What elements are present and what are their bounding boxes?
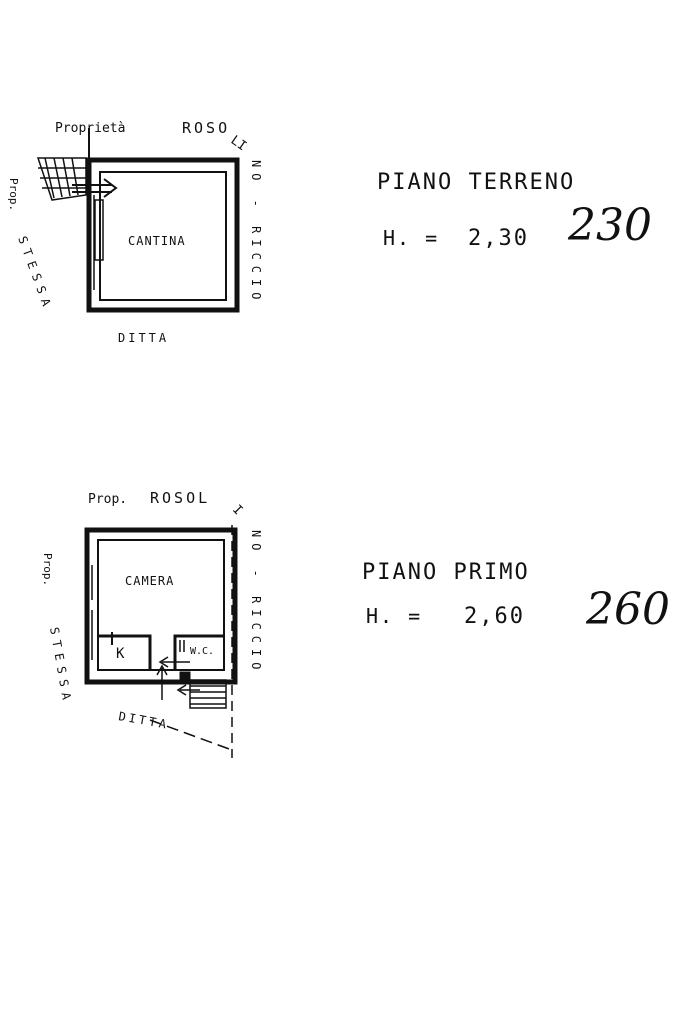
- ground-entry-arrow: [72, 178, 118, 198]
- ground-floor-plan: [36, 128, 240, 313]
- ground-floor-title: PIANO TERRENO: [377, 170, 576, 195]
- first-floor-title: PIANO PRIMO: [362, 560, 530, 585]
- first-height-value: 2,60: [464, 604, 525, 629]
- ground-owner-left: Prop.: [7, 178, 20, 211]
- first-wc-room: [173, 634, 224, 670]
- first-room-main: CAMERA: [125, 574, 174, 588]
- first-height-handwritten: 260: [586, 584, 670, 635]
- first-stair: [189, 679, 227, 709]
- first-room-k: K: [116, 646, 125, 662]
- first-owner-left-stessa: STESSA: [47, 626, 75, 707]
- ground-owner-name-top: ROSO: [182, 119, 230, 137]
- first-k-room: [98, 632, 152, 670]
- ground-height-label: H. =: [383, 226, 440, 250]
- first-room-wc: W.C.: [190, 646, 214, 657]
- ground-height-handwritten: 230: [568, 200, 652, 251]
- ground-outer-wall: [86, 157, 240, 313]
- first-owner-left: Prop.: [41, 553, 54, 586]
- first-owner-name-side: NO - RICCIO: [249, 530, 263, 675]
- ground-stair: [36, 157, 87, 201]
- first-owner-name-arc: I: [229, 502, 245, 518]
- first-height-label: H. =: [366, 604, 423, 628]
- first-owner-top: Prop.: [88, 492, 127, 507]
- ground-owner-left-stessa: STESSA: [15, 234, 55, 313]
- ground-owner-bottom: DITTA: [118, 331, 169, 345]
- first-owner-bottom: DITTA: [117, 709, 170, 732]
- ground-inner-wall: [99, 171, 227, 301]
- ground-owner-name-arc: LI: [228, 133, 249, 154]
- first-outer-wall: [84, 527, 238, 685]
- ground-room-name: CANTINA: [128, 234, 186, 248]
- first-floor-plan: [84, 525, 238, 758]
- first-inner-wall: [97, 539, 225, 671]
- first-owner-name-top: ROSOL: [150, 489, 210, 507]
- ground-height-value: 2,30: [468, 226, 529, 251]
- first-arrows: [156, 656, 200, 700]
- ground-owner-name-side: NO - RICCIO: [249, 160, 263, 305]
- ground-owner-top: Proprietà: [55, 121, 125, 136]
